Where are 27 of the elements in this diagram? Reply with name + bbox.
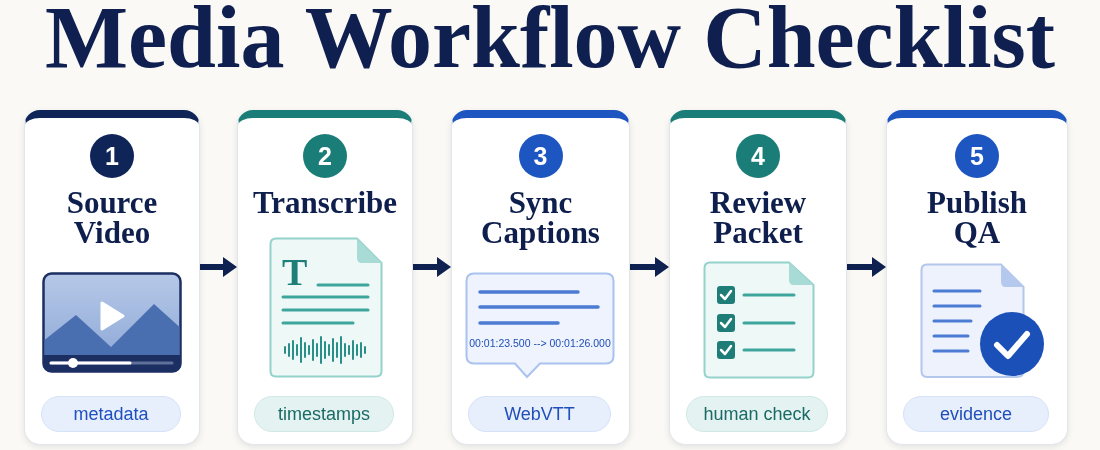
tag-chip: timestamps [254,396,394,432]
tag-chip: metadata [41,396,181,432]
step-number-marker: 1 [90,134,134,178]
step-title: Source Video [65,188,159,248]
tag-chip: WebVTT [468,396,611,432]
step-card [886,110,1068,445]
step-card [237,110,413,445]
tag-chip: human check [686,396,828,432]
text-symbol: T [282,253,308,291]
diagram-title: Media Workflow Checklist [45,0,1055,76]
step-title: Sync Captions [480,188,601,248]
step-title: Transcribe [251,188,399,218]
timestamp: 00:01:23.500 --> 00:01:26.000 [469,336,611,350]
arrow [847,257,886,277]
step-card [24,110,200,445]
step-number-marker: 4 [736,134,780,178]
tag-chip: evidence [903,396,1049,432]
step-title: Publish QA [926,188,1028,248]
arrow [630,257,669,277]
step-title: Review Packet [708,188,808,248]
step-number-marker: 3 [518,134,563,178]
step-number-marker: 2 [303,134,347,178]
step-card [669,110,847,445]
step-number-marker: 5 [955,134,999,178]
arrow [200,257,237,277]
arrow [413,257,451,277]
step-card [451,110,630,445]
